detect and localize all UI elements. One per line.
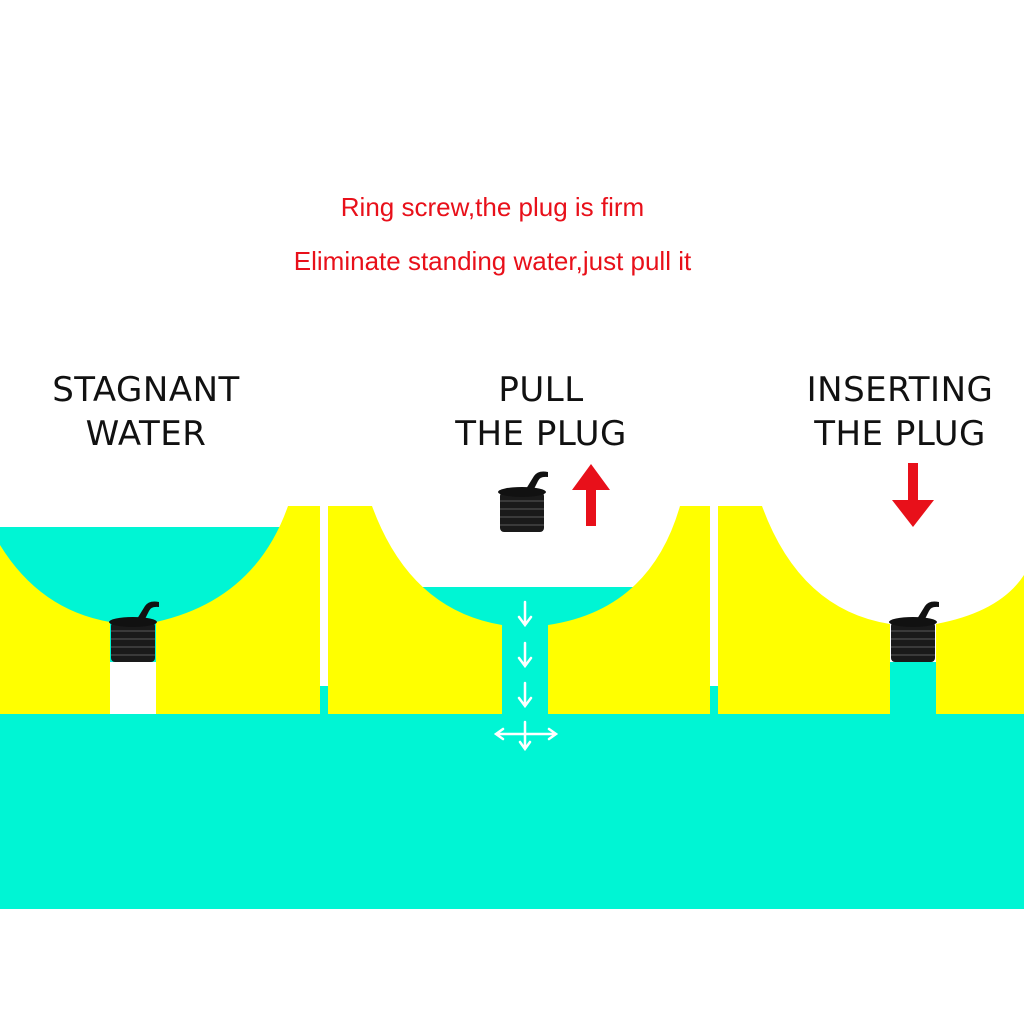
hull-left-part xyxy=(328,506,502,714)
caption-ring-screw: Ring screw,the plug is firm xyxy=(340,192,645,222)
label-pull-the-plug: PULL THE PLUG xyxy=(420,368,662,456)
hull-right-part xyxy=(936,575,1024,714)
hull-left-part xyxy=(718,506,890,714)
arrow-up-icon xyxy=(572,464,610,526)
drain-hole xyxy=(890,662,936,714)
label-line: THE PLUG xyxy=(814,414,986,454)
drain-hole xyxy=(110,662,156,714)
caption-eliminate-water: Eliminate standing water,just pull it xyxy=(293,246,692,276)
label-stagnant-water: STAGNANT WATER xyxy=(20,368,272,456)
divider xyxy=(320,500,328,714)
panel-pull-the-plug xyxy=(328,464,710,752)
label-line: PULL xyxy=(498,370,584,410)
flow-arrows xyxy=(493,600,559,752)
label-line: INSERTING xyxy=(806,370,994,410)
label-inserting-the-plug: INSERTING THE PLUG xyxy=(780,368,1020,456)
plug-icon xyxy=(889,601,939,662)
hull-left-part xyxy=(0,545,110,714)
water-below xyxy=(0,714,1024,909)
arrow-down-icon xyxy=(892,463,934,527)
label-line: WATER xyxy=(85,414,207,454)
panel-stagnant-water xyxy=(0,506,320,714)
label-line: STAGNANT xyxy=(52,370,240,410)
plug-icon xyxy=(498,471,548,532)
divider xyxy=(710,500,718,714)
hull-right-part xyxy=(548,506,710,714)
divider-water-join xyxy=(710,686,718,714)
panel-inserting-the-plug xyxy=(718,463,1024,714)
label-line: THE PLUG xyxy=(455,414,627,454)
hull-right-part xyxy=(156,506,320,714)
divider-water-join xyxy=(320,686,328,714)
